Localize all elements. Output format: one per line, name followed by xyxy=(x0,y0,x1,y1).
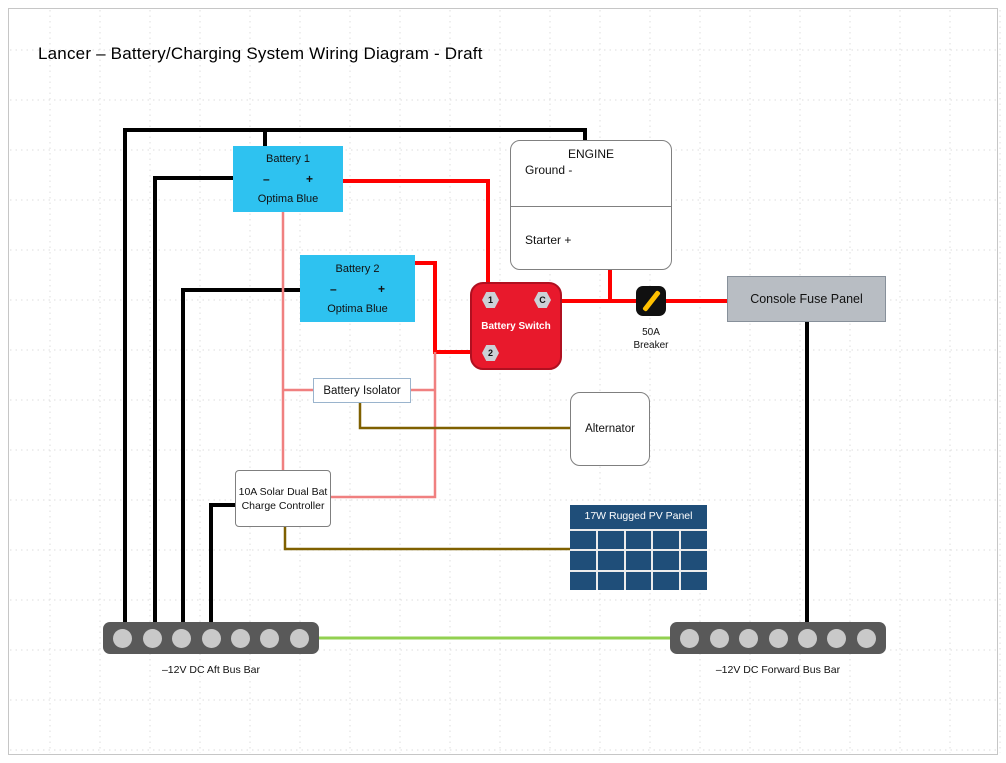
aft-busbar-label: –12V DC Aft Bus Bar xyxy=(161,664,261,676)
pv-cell xyxy=(625,551,652,570)
pv-cell xyxy=(681,571,707,590)
pv-cell xyxy=(653,531,680,550)
aft-busbar xyxy=(103,622,319,654)
battery2-subtitle: Optima Blue xyxy=(327,302,388,315)
forward-busbar-label: –12V DC Forward Bus Bar xyxy=(715,664,841,676)
battery1-minus-terminal: – xyxy=(263,171,270,186)
wire-isolator-to-controller xyxy=(331,352,437,499)
wire-battery2-negative xyxy=(181,288,300,622)
pv-panel-label: 17W Rugged PV Panel xyxy=(584,510,693,522)
engine-title: ENGINE xyxy=(567,147,614,161)
battery2-minus-terminal: – xyxy=(330,281,337,296)
wire-alternator-to-isolator xyxy=(358,403,570,430)
pv-cell xyxy=(653,571,680,590)
pv-cell xyxy=(653,551,680,570)
busbar-terminal xyxy=(709,628,729,648)
battery-isolator-label: Battery Isolator xyxy=(323,384,401,397)
battery1-title: Battery 1 xyxy=(265,153,311,166)
pv-panel-box: 17W Rugged PV Panel xyxy=(570,505,707,590)
battery1-terminals: – + xyxy=(233,172,343,186)
battery-switch-label: Battery Switch xyxy=(481,321,551,332)
engine-divider xyxy=(511,206,671,207)
wires xyxy=(123,128,809,640)
breaker-word: Breaker xyxy=(633,340,669,351)
pv-cell xyxy=(597,571,624,590)
engine-ground-label: Ground - xyxy=(525,163,573,177)
engine-starter-label: Starter + xyxy=(525,233,572,247)
switch-terminal-2: 2 xyxy=(482,345,499,361)
busbar-terminal xyxy=(739,628,759,648)
busbar-terminal xyxy=(856,628,876,648)
breaker-box xyxy=(636,286,666,316)
pv-cell xyxy=(597,551,624,570)
pv-cell xyxy=(625,571,652,590)
pv-cell xyxy=(625,531,652,550)
busbar-terminal xyxy=(230,628,250,648)
busbar-terminal xyxy=(201,628,221,648)
wire-pv-to-controller xyxy=(283,527,570,551)
wire-engine-ground-main xyxy=(123,128,587,622)
busbar-terminal xyxy=(172,628,192,648)
busbar-terminal xyxy=(797,628,817,648)
console-fuse-panel-label: Console Fuse Panel xyxy=(750,292,863,306)
page-title: Lancer – Battery/Charging System Wiring … xyxy=(38,44,483,63)
battery-switch-box: 1 C 2 Battery Switch xyxy=(470,282,562,370)
busbar-terminal xyxy=(142,628,162,648)
battery2-title: Battery 2 xyxy=(335,262,380,275)
battery2-plus-terminal: + xyxy=(377,281,385,296)
wire-battery2-positive-to-switch-2 xyxy=(415,261,470,354)
alternator-label: Alternator xyxy=(585,423,635,435)
busbar-terminal xyxy=(768,628,788,648)
breaker-label: 50A Breaker xyxy=(618,326,684,352)
battery1-plus-terminal: + xyxy=(305,171,313,186)
busbar-terminal xyxy=(113,628,133,648)
battery2-terminals: – + xyxy=(300,282,415,296)
charge-controller-line2: Charge Controller xyxy=(241,499,325,512)
battery2-box: Battery 2 – + Optima Blue xyxy=(300,255,415,322)
switch-terminal-1: 1 xyxy=(482,292,499,308)
battery-isolator-box: Battery Isolator xyxy=(313,378,411,403)
busbar-terminal xyxy=(260,628,280,648)
wire-battery1-negative xyxy=(153,176,233,622)
alternator-box: Alternator xyxy=(570,392,650,466)
pv-cell xyxy=(681,551,707,570)
engine-box: ENGINE Ground - Starter + xyxy=(510,140,672,270)
battery1-box: Battery 1 – + Optima Blue xyxy=(233,146,343,212)
busbar-terminal xyxy=(680,628,700,648)
busbar-terminal xyxy=(289,628,309,648)
pv-cell xyxy=(681,531,707,550)
pv-panel-cells xyxy=(570,529,707,590)
pv-cell xyxy=(570,531,596,550)
console-fuse-panel-box: Console Fuse Panel xyxy=(727,276,886,322)
wire-controller-negative xyxy=(209,503,235,622)
breaker-rating: 50A xyxy=(642,327,660,338)
pv-cell xyxy=(597,531,624,550)
pv-cell xyxy=(570,571,596,590)
forward-busbar xyxy=(670,622,886,654)
charge-controller-line1: 10A Solar Dual Bat xyxy=(238,485,328,498)
switch-terminal-common: C xyxy=(534,292,551,308)
charge-controller-box: 10A Solar Dual Bat Charge Controller xyxy=(235,470,331,527)
wire-battery1-positive-to-switch-1 xyxy=(343,179,490,294)
pv-cell xyxy=(570,551,596,570)
busbar-terminal xyxy=(827,628,847,648)
battery1-subtitle: Optima Blue xyxy=(257,192,319,205)
breaker-lever-icon xyxy=(642,290,661,312)
